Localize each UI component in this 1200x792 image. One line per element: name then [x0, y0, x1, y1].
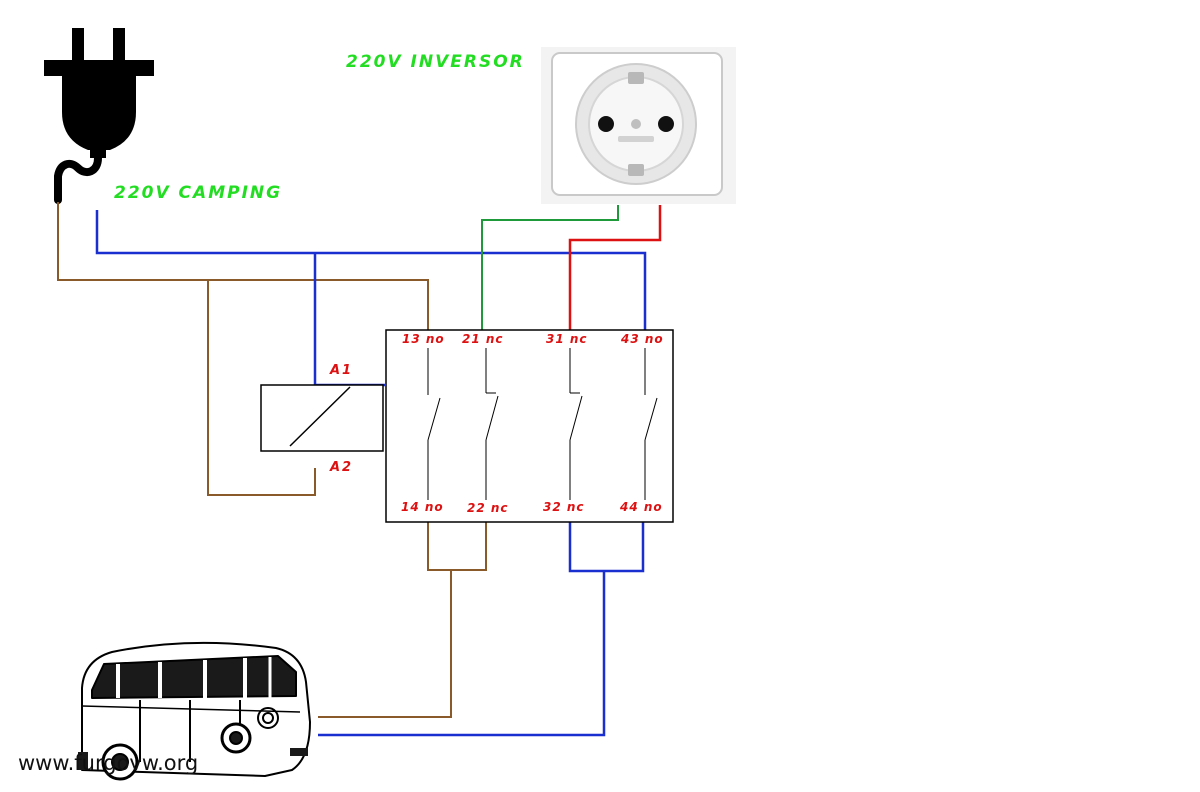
terminal-13-label: 13 no	[402, 332, 445, 346]
terminal-22-label: 22 nc	[467, 501, 509, 515]
terminal-44-label: 44 no	[619, 500, 663, 514]
green-wire	[481, 205, 619, 330]
website-watermark: www.furgovw.org	[18, 751, 198, 775]
socket-icon	[541, 47, 736, 204]
relay-coil	[260, 384, 384, 452]
terminal-14-label: 14 no	[401, 500, 444, 514]
coil-a1-label: A1	[329, 363, 353, 378]
red-wire	[568, 205, 662, 330]
van-icon	[78, 641, 311, 781]
contact-31-32	[569, 348, 583, 500]
inverter-label: 220V INVERSOR	[346, 52, 525, 72]
terminal-32-label: 32 nc	[543, 500, 585, 514]
contact-21-22	[485, 348, 499, 500]
contactor-box	[385, 329, 674, 523]
plug-icon	[44, 28, 154, 204]
camping-label: 220V CAMPING	[114, 183, 282, 203]
contact-13-14	[427, 348, 441, 500]
terminal-31-label: 31 nc	[546, 332, 588, 346]
terminal-21-label: 21 nc	[462, 332, 504, 346]
brown-wires	[57, 202, 487, 718]
coil-a2-label: A2	[329, 460, 353, 475]
terminal-43-label: 43 no	[620, 332, 664, 346]
contact-43-44	[644, 348, 658, 500]
